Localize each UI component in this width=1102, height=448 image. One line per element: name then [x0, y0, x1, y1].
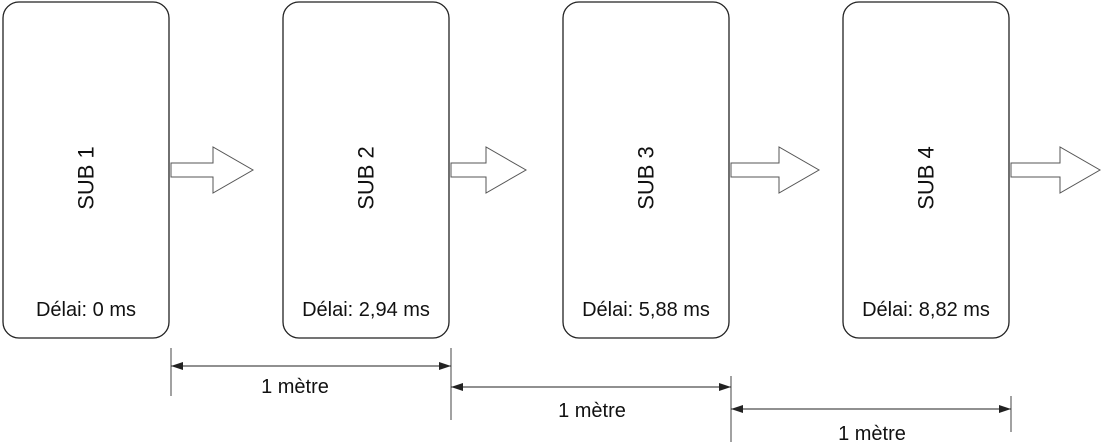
- arrowhead-right-icon: [439, 362, 451, 370]
- arrowhead-left-icon: [171, 362, 183, 370]
- distance-dimension-1: 1 mètre: [170, 348, 452, 398]
- sub-delay-1: Délai: 0 ms: [36, 299, 136, 321]
- distance-label-3: 1 mètre: [838, 423, 906, 445]
- sub-box-2: [282, 1, 450, 339]
- distance-label-2: 1 mètre: [558, 400, 626, 422]
- sub-unit-4: SUB 4 Délai: 8,82 ms: [842, 1, 1010, 339]
- arrowhead-right-icon: [719, 383, 731, 391]
- hollow-arrow-icon: [450, 146, 528, 194]
- sub-unit-1: SUB 1 Délai: 0 ms: [2, 1, 170, 339]
- distance-dimension-2: 1 mètre: [450, 376, 732, 442]
- sub-unit-2: SUB 2 Délai: 2,94 ms: [282, 1, 450, 339]
- hollow-arrow-icon: [1010, 146, 1102, 194]
- distance-dimension-3: 1 mètre: [731, 396, 1012, 445]
- sub-box-1: [2, 1, 170, 339]
- hollow-arrow-icon: [730, 146, 821, 194]
- sub-box-4: [842, 1, 1010, 339]
- sub-label-3: SUB 3: [634, 146, 659, 210]
- arrowhead-left-icon: [731, 405, 743, 413]
- arrowhead-right-icon: [999, 405, 1011, 413]
- sub-delay-3: Délai: 5,88 ms: [582, 299, 710, 321]
- sub-delay-4: Délai: 8,82 ms: [862, 299, 990, 321]
- sub-unit-3: SUB 3 Délai: 5,88 ms: [562, 1, 730, 339]
- sub-delay-2: Délai: 2,94 ms: [302, 299, 430, 321]
- arrowhead-left-icon: [451, 383, 463, 391]
- hollow-arrow-icon: [170, 146, 255, 194]
- sub-box-3: [562, 1, 730, 339]
- sub-label-2: SUB 2: [354, 146, 379, 210]
- distance-label-1: 1 mètre: [261, 376, 329, 398]
- sub-label-4: SUB 4: [914, 146, 939, 210]
- sub-label-1: SUB 1: [74, 146, 99, 210]
